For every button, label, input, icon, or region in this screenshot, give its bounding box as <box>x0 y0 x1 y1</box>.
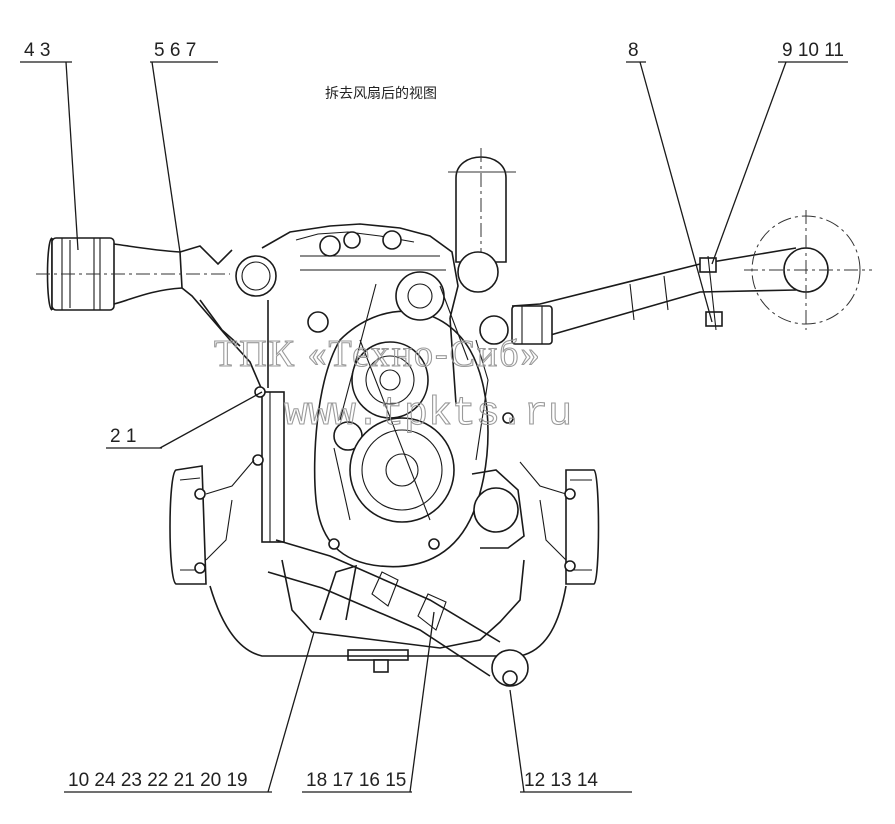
callout-label-18-15: 18 17 16 15 <box>306 770 406 791</box>
callout-label-2-1: 2 1 <box>110 426 136 447</box>
callout-5-6-7: 5 6 7 <box>150 40 218 253</box>
engine-block <box>252 223 525 673</box>
frame-crossmember <box>209 585 567 657</box>
callout-label-4-3: 4 3 <box>24 40 50 61</box>
turbo-exhaust-stack <box>448 148 516 293</box>
lower-diagonal-pipe <box>267 539 529 687</box>
callout-12-13-14: 12 13 14 <box>509 689 632 793</box>
callout-label-12-13-14: 12 13 14 <box>524 770 598 791</box>
left-engine-mount <box>169 459 255 585</box>
watermark-url: www.tpkts.ru <box>284 392 572 437</box>
callout-8: 8 <box>626 40 713 323</box>
callout-10-24-19: 10 24 23 22 21 20 19 <box>64 631 315 793</box>
callout-label-8: 8 <box>628 40 639 61</box>
watermark-company: ТПК «Техно-Сиб» <box>214 333 542 375</box>
callout-2-1: 2 1 <box>106 391 263 449</box>
left-intake-pipe <box>36 237 277 391</box>
right-exhaust-pipe <box>511 210 872 345</box>
callout-4-3: 4 3 <box>20 40 79 251</box>
right-engine-mount <box>519 461 600 585</box>
callout-18-15: 18 17 16 15 <box>302 611 435 793</box>
view-caption: 拆去风扇后的视图 <box>325 86 437 102</box>
callout-label-10-24-19: 10 24 23 22 21 20 19 <box>68 770 248 791</box>
callout-label-5-6-7: 5 6 7 <box>154 40 196 61</box>
callout-label-9-10-11: 9 10 11 <box>782 40 844 61</box>
callout-9-10-11: 9 10 11 <box>711 40 848 265</box>
